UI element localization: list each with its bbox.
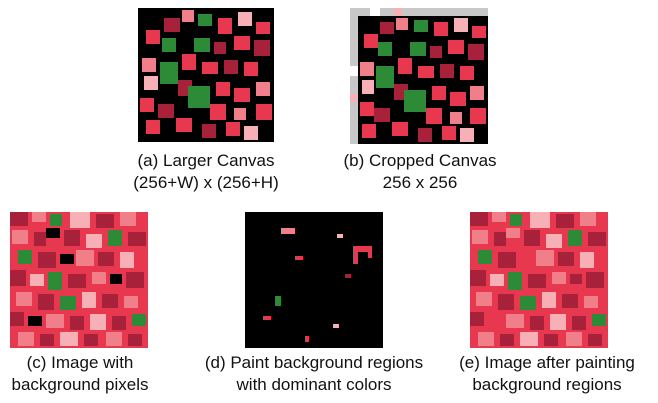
panel-e-caption-line1: (e) Image after painting	[459, 353, 635, 372]
panel-e-caption: (e) Image after painting background regi…	[440, 352, 654, 396]
panel-a-larger-canvas	[138, 8, 274, 142]
panel-b-caption-line2: 256 x 256	[382, 173, 458, 192]
panel-a-caption-line1: (a) Larger Canvas	[137, 151, 275, 170]
panel-e-painted-image	[470, 212, 608, 348]
panel-b-caption-line1: (b) Cropped Canvas	[343, 151, 497, 170]
panel-d-caption: (d) Paint background regions with domina…	[188, 352, 440, 396]
panel-c-image	[10, 212, 148, 348]
panel-d-background-regions	[245, 212, 383, 348]
panel-d-image	[245, 212, 383, 348]
panel-e-caption-line2: background regions	[472, 375, 622, 394]
panel-b-caption: (b) Cropped Canvas 256 x 256	[330, 150, 510, 194]
panel-a-image	[138, 8, 274, 142]
panel-c-caption: (c) Image with background pixels	[0, 352, 160, 396]
panel-c-caption-line1: (c) Image with	[26, 353, 134, 372]
panel-a-caption-line2: (256+W) x (256+H)	[133, 173, 279, 192]
panel-d-caption-line2: with dominant colors	[236, 375, 392, 394]
panel-d-caption-line1: (d) Paint background regions	[204, 353, 424, 372]
panel-c-caption-line2: background pixels	[11, 375, 149, 394]
panel-b-image	[350, 8, 488, 144]
panel-a-caption: (a) Larger Canvas (256+W) x (256+H)	[110, 150, 302, 194]
panel-b-cropped-canvas	[350, 8, 488, 144]
panel-e-image	[470, 212, 608, 348]
panel-c-image-with-background	[10, 212, 148, 348]
